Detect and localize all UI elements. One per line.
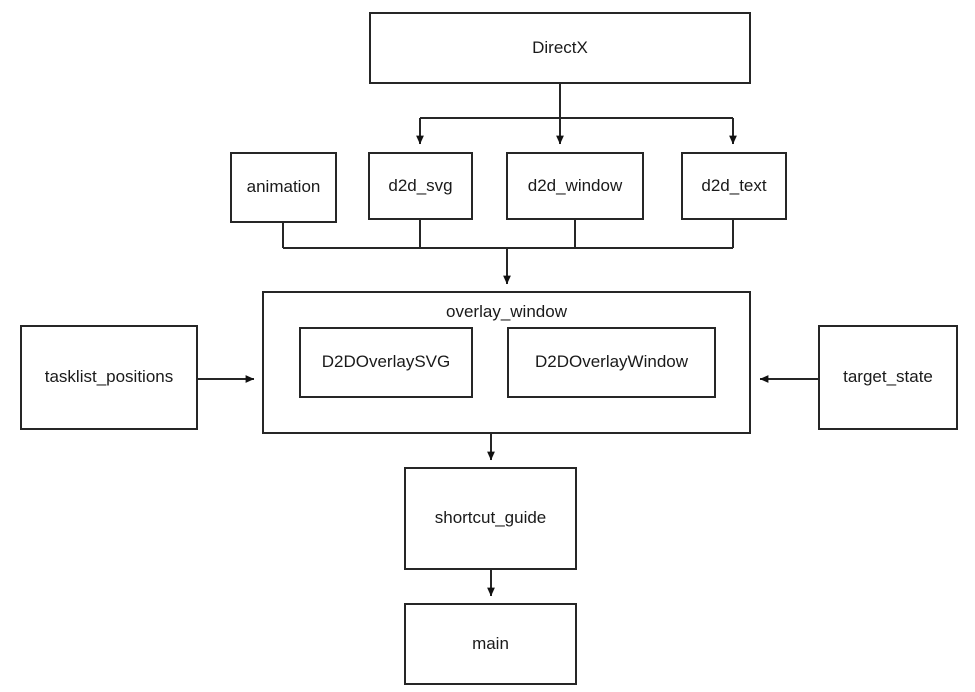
node-label-d2d_text: d2d_text xyxy=(701,175,767,195)
node-label-animation: animation xyxy=(246,177,321,197)
node-label-tasklist_positions: tasklist_positions xyxy=(44,367,174,387)
node-d2d_text[interactable]: d2d_text xyxy=(681,152,787,220)
node-label-target_state: target_state xyxy=(843,367,933,387)
node-d2doverlaywindow[interactable]: D2DOverlayWindow xyxy=(507,327,716,398)
node-d2d_svg[interactable]: d2d_svg xyxy=(368,152,473,220)
node-d2d_window[interactable]: d2d_window xyxy=(506,152,644,220)
node-shortcut_guide[interactable]: shortcut_guide xyxy=(404,467,577,570)
node-d2doverlaysvg[interactable]: D2DOverlaySVG xyxy=(299,327,473,398)
node-label-d2doverlaysvg: D2DOverlaySVG xyxy=(321,352,451,372)
node-directx[interactable]: DirectX xyxy=(369,12,751,84)
node-target_state[interactable]: target_state xyxy=(818,325,958,430)
node-label-overlay_window: overlay_window xyxy=(446,302,567,321)
node-label-main: main xyxy=(472,633,509,653)
node-tasklist_positions[interactable]: tasklist_positions xyxy=(20,325,198,430)
node-label-d2doverlaywindow: D2DOverlayWindow xyxy=(534,352,689,372)
node-animation[interactable]: animation xyxy=(230,152,337,223)
node-label-d2d_svg: d2d_svg xyxy=(388,175,453,195)
node-label-shortcut_guide: shortcut_guide xyxy=(434,508,547,528)
node-main[interactable]: main xyxy=(404,603,577,685)
node-label-d2d_window: d2d_window xyxy=(527,175,623,195)
node-label-directx: DirectX xyxy=(532,37,588,57)
